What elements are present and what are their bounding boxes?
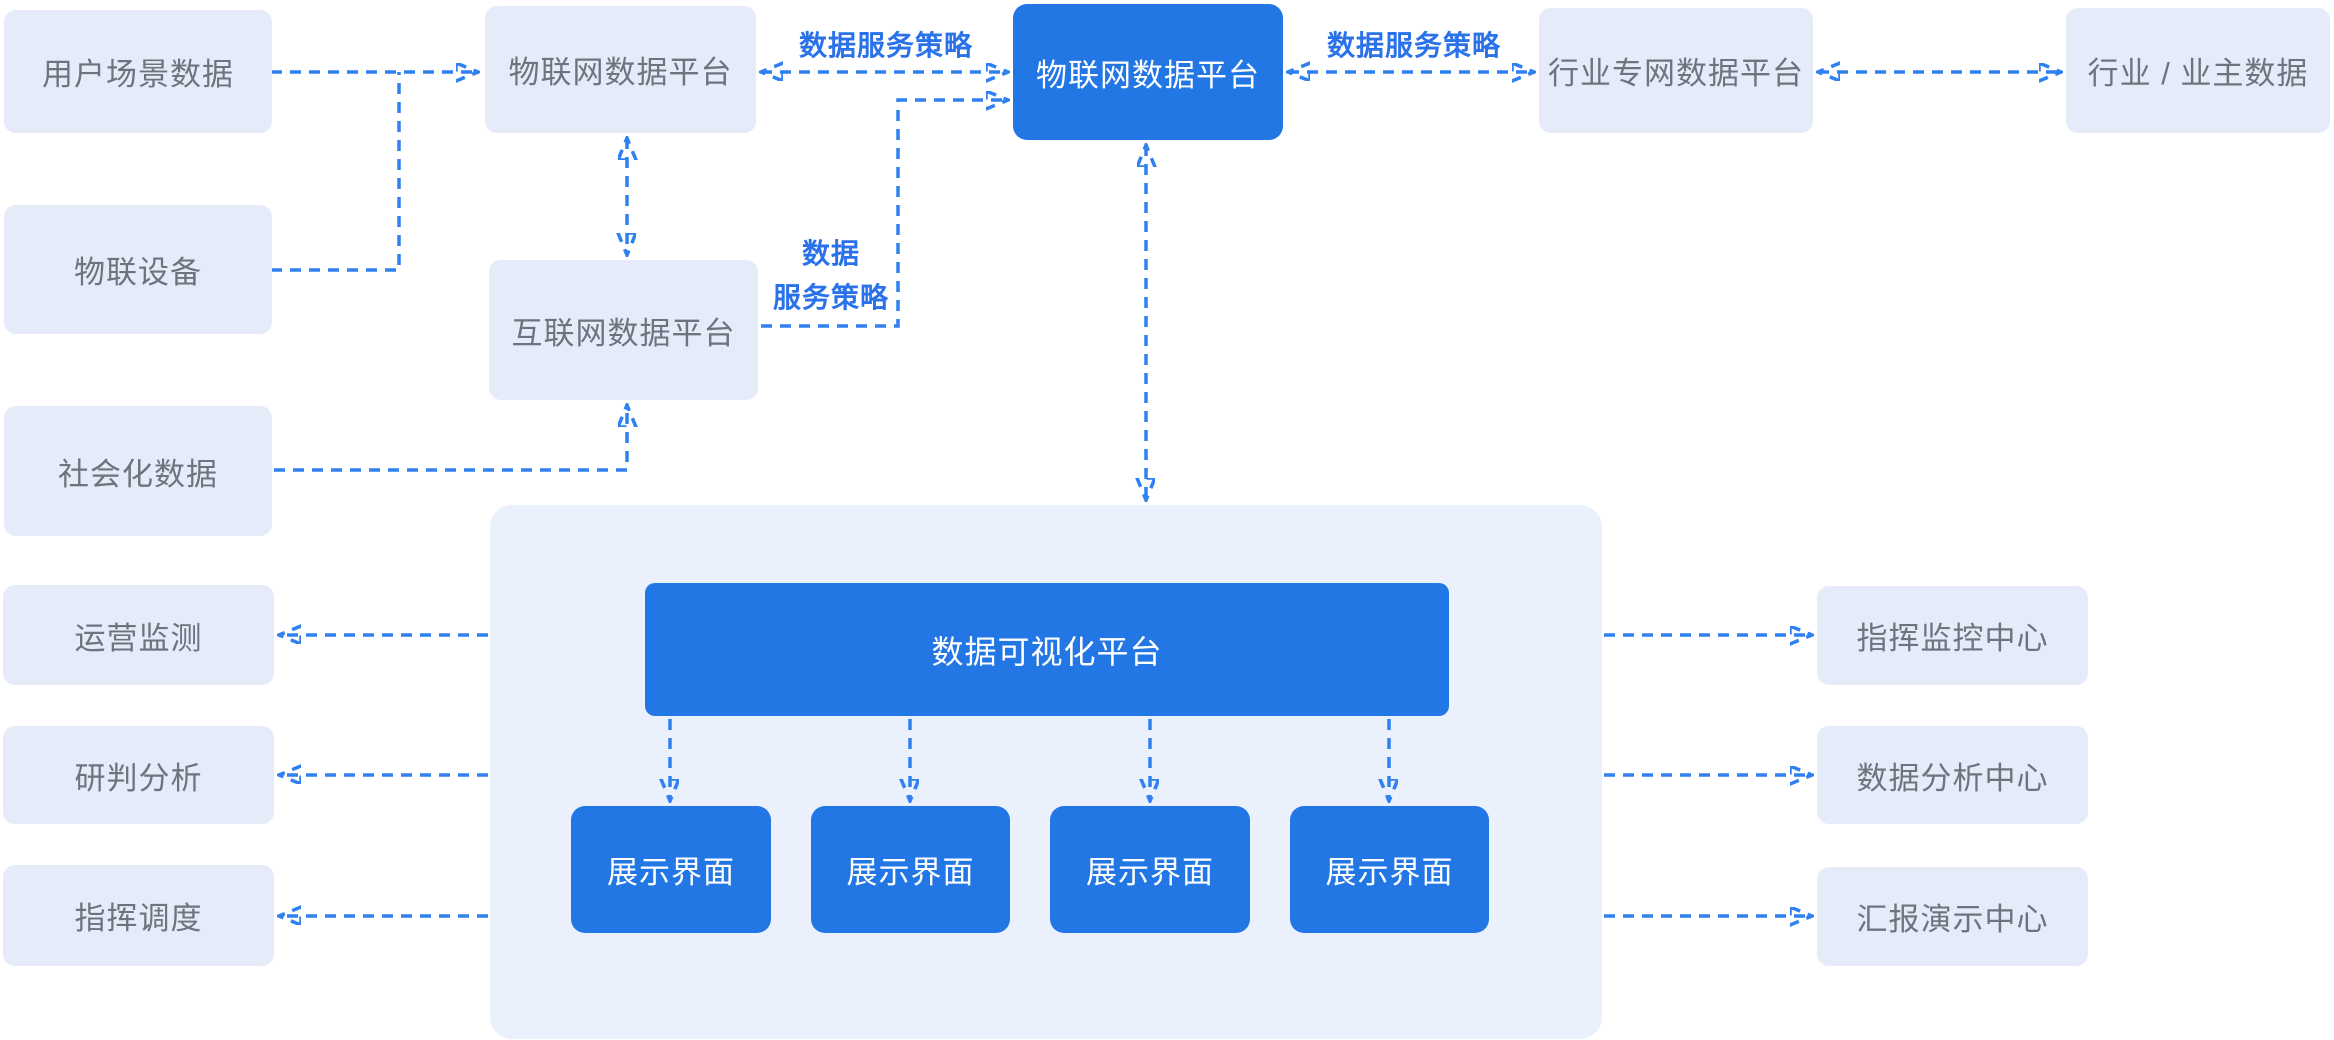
node-research-analysis: 研判分析 [3,726,274,824]
node-iot-devices: 物联设备 [4,205,272,334]
node-screen-3: 展示界面 [1050,806,1250,933]
edge-label-policy-mid: 数据 服务策略 [768,232,894,320]
node-screen-4: 展示界面 [1290,806,1489,933]
node-command-dispatch: 指挥调度 [3,865,274,966]
node-industry-owner-data: 行业 / 业主数据 [2066,8,2330,133]
node-user-scene-data: 用户场景数据 [4,10,272,133]
edge-label-policy-right: 数据服务策略 [1326,30,1501,61]
node-viz-platform: 数据可视化平台 [645,583,1449,716]
edge-iot-devices-junction [271,72,401,272]
node-operation-monitoring: 运营监测 [3,585,274,685]
edge-label-policy-left: 数据服务策略 [798,30,973,61]
edge-social-to-internet [274,405,627,472]
node-internet-platform: 互联网数据平台 [489,260,758,400]
node-data-analysis-center: 数据分析中心 [1817,726,2088,824]
edge-label-policy-mid-line1: 数据 [801,238,860,269]
edge-label-policy-mid-line2: 服务策略 [772,282,889,313]
node-iot-platform-center: 物联网数据平台 [1013,4,1283,140]
node-report-demo-center: 汇报演示中心 [1817,867,2088,966]
node-social-data: 社会化数据 [4,406,272,536]
node-screen-2: 展示界面 [811,806,1010,933]
node-screen-1: 展示界面 [571,806,771,933]
node-command-monitor-center: 指挥监控中心 [1817,586,2088,685]
node-industry-private-platform: 行业专网数据平台 [1539,8,1813,133]
node-iot-platform-left: 物联网数据平台 [485,6,756,133]
